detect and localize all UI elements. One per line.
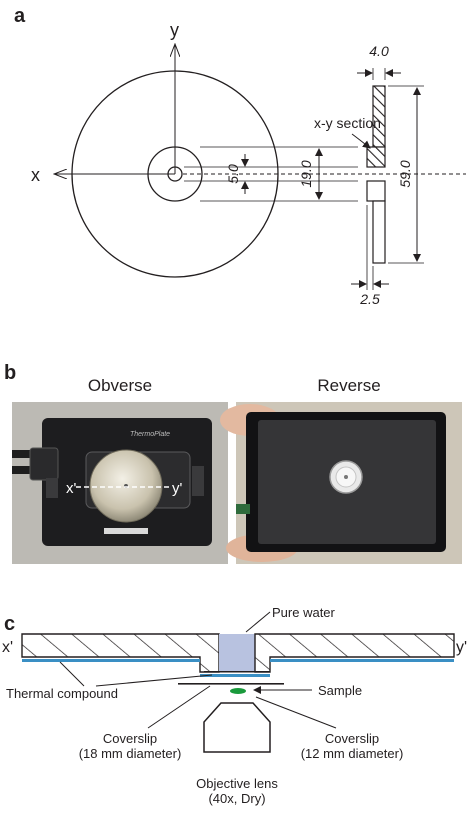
coverslip-right-size: (12 mm diameter): [301, 746, 404, 761]
obverse-marker-y: y': [172, 480, 183, 497]
compound-leader-2: [95, 674, 213, 687]
photo-reverse: [220, 402, 462, 564]
coverslip-large-line: [178, 683, 284, 685]
obverse-clamp-right: [192, 466, 204, 496]
pure-water-label: Pure water: [272, 605, 336, 620]
dim-hole-label: 5.0: [225, 164, 241, 184]
dim-thickness-label: 4.0: [369, 43, 389, 59]
compound-leader-1: [59, 661, 85, 687]
panel-b: b Obverse Reverse ThermoPlate: [4, 362, 462, 564]
coverslip-right-label: Coverslip: [325, 731, 379, 746]
dim-outer-label: 59.0: [397, 160, 413, 187]
panel-b-label: b: [4, 362, 16, 384]
plate-section-left: [21, 633, 220, 673]
obverse-marker-x: x': [66, 480, 77, 497]
coverslip-small-line: [204, 671, 270, 673]
photo-obverse: ThermoPlate x' y': [12, 402, 228, 564]
compound-left: [22, 659, 200, 662]
obverse-connector: [29, 447, 59, 481]
panel-c-label: c: [4, 613, 15, 635]
inner-circle: [147, 146, 203, 202]
thermal-compound-label: Thermal compound: [6, 686, 118, 701]
center-hole: [167, 166, 183, 182]
section-end-x: x': [2, 639, 13, 656]
x-axis-label: x: [31, 165, 40, 185]
section-plain-step: [366, 180, 386, 202]
objective-lens-shape: [203, 702, 271, 753]
panel-c: c Pure water x' y' Thermal compound Samp…: [2, 605, 467, 806]
coverslip-left-leader: [147, 685, 211, 729]
sample-label: Sample: [318, 683, 362, 698]
compound-center: [200, 674, 270, 677]
section-plain-lower: [372, 200, 386, 264]
coverslip-right-leader: [255, 696, 337, 729]
objective-label: Objective lens: [196, 776, 278, 791]
section-leader: [351, 133, 371, 149]
section-label: x-y section: [314, 115, 381, 131]
panel-a-label: a: [14, 5, 26, 27]
obverse-cable-1: [12, 450, 42, 458]
y-axis-label: y: [170, 20, 179, 40]
obverse-title: Obverse: [88, 376, 152, 395]
section-hatched-step: [366, 146, 386, 168]
reverse-window-center: [344, 475, 348, 479]
sample-dot: [230, 688, 246, 694]
objective-spec: (40x, Dry): [208, 791, 265, 806]
dim-inner-label: 19.0: [298, 160, 314, 187]
obverse-brand: ThermoPlate: [130, 431, 170, 438]
obverse-clamp-left: [46, 478, 58, 498]
section-end-y: y': [456, 639, 467, 656]
obverse-cable-2: [12, 466, 42, 474]
plate-section-right: [254, 633, 455, 673]
panel-a: a y x 5.0 19.0 4.: [14, 5, 466, 307]
coverslip-left-size: (18 mm diameter): [79, 746, 182, 761]
coverslip-left-label: Coverslip: [103, 731, 157, 746]
reverse-cable: [236, 504, 250, 514]
reverse-title: Reverse: [317, 376, 380, 395]
pure-water-leader: [245, 611, 271, 633]
compound-right: [270, 659, 454, 662]
water-well: [219, 634, 255, 672]
obverse-label-strip: [104, 528, 148, 534]
dim-recess-label: 2.5: [359, 291, 380, 307]
